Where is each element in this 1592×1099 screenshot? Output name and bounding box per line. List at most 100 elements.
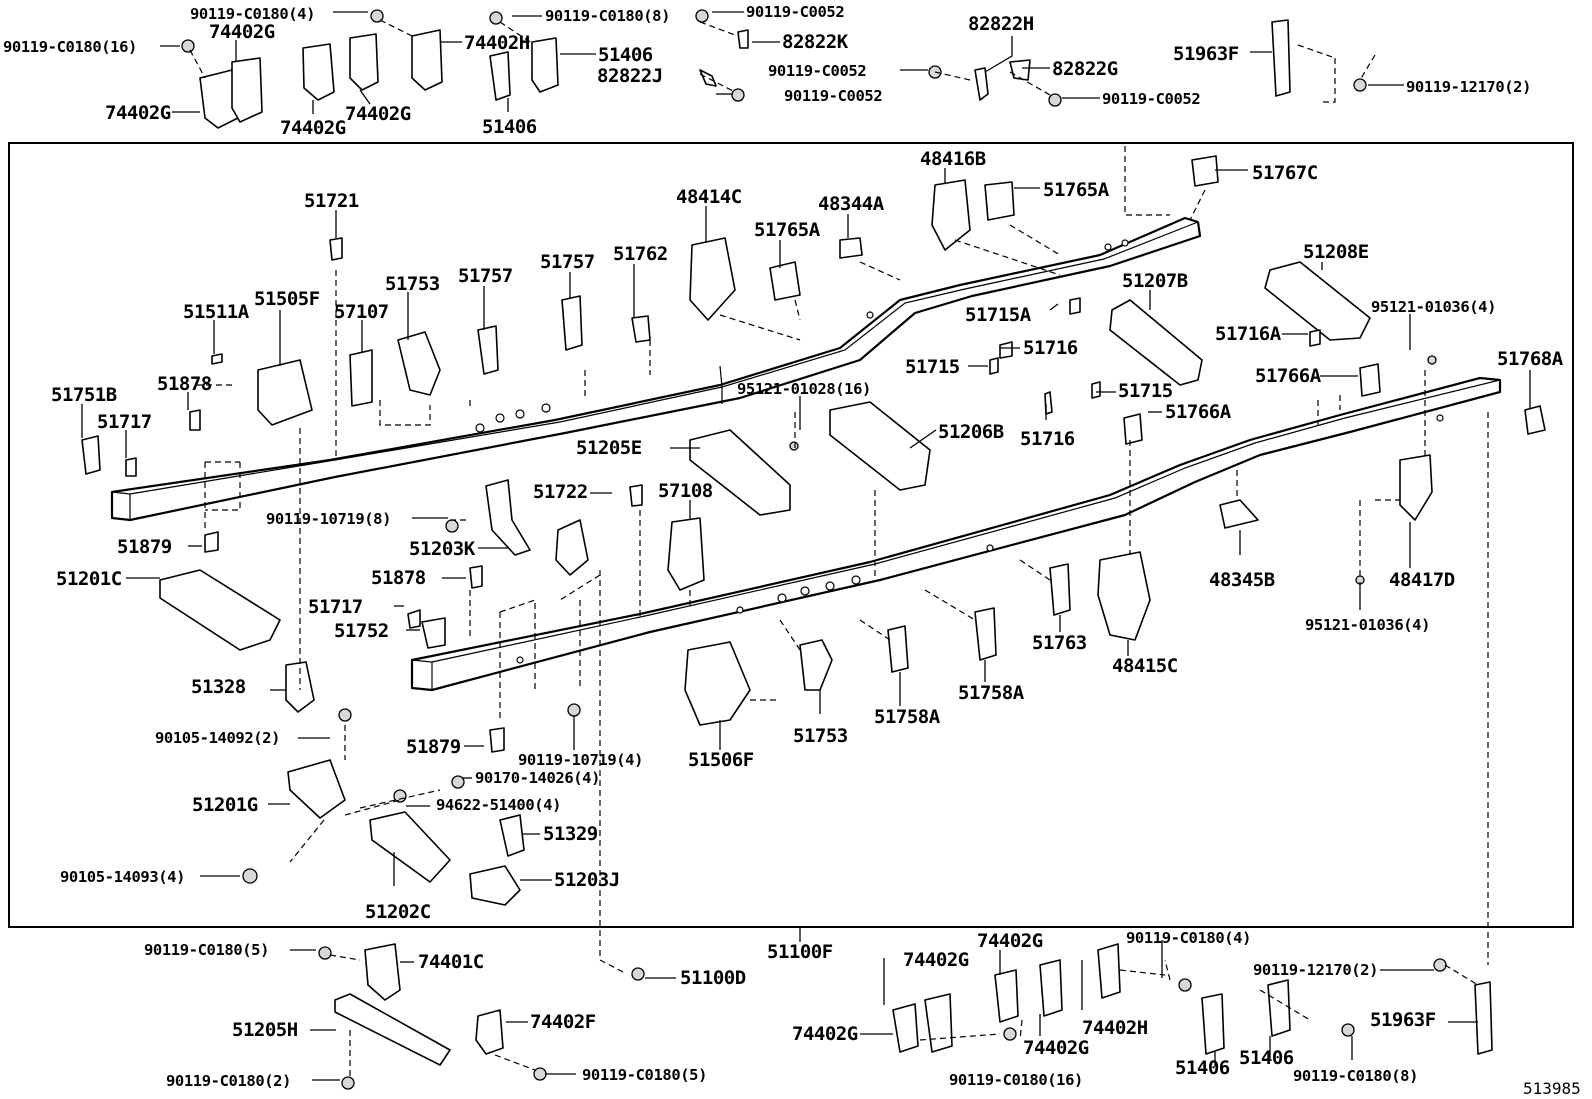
label-51201C: 51201C [56, 568, 122, 590]
crossmember-51206B [829, 401, 931, 491]
bracket-51328 [285, 661, 315, 713]
bracket-51506F [684, 641, 751, 726]
label-51766A: 51766A [1165, 401, 1232, 423]
label-95121-01036-4: 95121-01036(4) [1371, 298, 1496, 316]
label-51506F: 51506F [688, 749, 754, 771]
label-51205E: 51205E [576, 437, 642, 459]
assembly-lines [189, 19, 1489, 1080]
mount-51202C [369, 811, 451, 883]
label-90119-C0180-8: 90119-C0180(8) [1293, 1067, 1418, 1085]
label-82822J: 82822J [597, 65, 663, 87]
label-51767C: 51767C [1252, 162, 1318, 184]
label-90119-C0180-4-top: 90119-C0180(4) [190, 5, 315, 23]
label-90119-C0180-16: 90119-C0180(16) [949, 1071, 1083, 1089]
bracket-48415C [1097, 551, 1151, 641]
clamp-74402G-mid [231, 57, 263, 123]
label-90119-C0180-5: 90119-C0180(5) [582, 1066, 707, 1084]
label-51715A: 51715A [965, 304, 1032, 326]
label-51203J: 51203J [554, 869, 620, 891]
clamp-74402G-left [199, 69, 239, 129]
label-51328: 51328 [191, 676, 246, 698]
label-51878: 51878 [371, 567, 426, 589]
bracket-parts [81, 9, 1546, 1090]
label-74402G: 74402G [1023, 1037, 1089, 1059]
label-51879: 51879 [406, 736, 461, 758]
label-74402G: 74402G [105, 102, 171, 124]
label-90119-10719-8: 90119-10719(8) [266, 510, 391, 528]
label-90119-C0180-8-top: 90119-C0180(8) [545, 7, 670, 25]
label-57107: 57107 [334, 301, 389, 323]
label-51768A: 51768A [1497, 348, 1564, 370]
label-51406: 51406 [482, 116, 537, 138]
label-51406: 51406 [1175, 1057, 1230, 1079]
label-51753: 51753 [793, 725, 848, 747]
label-90119-12170-2: 90119-12170(2) [1406, 78, 1531, 96]
label-51715: 51715 [905, 356, 960, 378]
label-51751B: 51751B [51, 384, 117, 406]
label-51758A: 51758A [958, 682, 1025, 704]
crossmember-51201C [159, 569, 281, 651]
right-frame-rail [410, 376, 1502, 692]
label-51203K: 51203K [409, 538, 476, 560]
label-51717: 51717 [97, 411, 152, 433]
label-74402G: 74402G [345, 103, 411, 125]
label-74402G: 74402G [903, 949, 969, 971]
label-90119-10719-4: 90119-10719(4) [518, 751, 643, 769]
crossmember-51205H [334, 993, 451, 1066]
label-51765A: 51765A [1043, 179, 1110, 201]
label-57108: 57108 [658, 480, 713, 502]
label-48344A: 48344A [818, 193, 885, 215]
label-74402G: 74402G [792, 1023, 858, 1045]
label-74402F: 74402F [530, 1011, 596, 1033]
label-51879: 51879 [117, 536, 172, 558]
label-51201G: 51201G [192, 794, 258, 816]
label-74402H: 74402H [464, 32, 530, 54]
label-90119-12170-2: 90119-12170(2) [1253, 961, 1378, 979]
label-90119-C0180-4: 90119-C0180(4) [1126, 929, 1251, 947]
label-90119-C0180-2: 90119-C0180(2) [166, 1072, 291, 1090]
label-95121-01036-4: 95121-01036(4) [1305, 616, 1430, 634]
label-51757: 51757 [458, 265, 513, 287]
label-74402H: 74402H [1082, 1017, 1148, 1039]
label-51406: 51406 [598, 44, 653, 66]
label-74401C: 74401C [418, 951, 484, 973]
label-51762: 51762 [613, 243, 668, 265]
bracket-57108 [667, 517, 705, 591]
label-51100F: 51100F [767, 941, 833, 963]
bracket-51203K [485, 479, 531, 556]
crossmember-51208E [1264, 261, 1371, 341]
label-90119-C0052: 90119-C0052 [784, 87, 882, 105]
label-51100D: 51100D [680, 967, 746, 989]
left-frame-rail [110, 216, 1202, 522]
label-51763: 51763 [1032, 632, 1087, 654]
label-51505F: 51505F [254, 288, 320, 310]
diagram-id: 513985 [1523, 1079, 1581, 1098]
label-48417D: 48417D [1389, 569, 1455, 591]
label-90119-C0052: 90119-C0052 [746, 3, 844, 21]
label-95121-01028-16: 95121-01028(16) [737, 380, 871, 398]
label-90119-C0052: 90119-C0052 [768, 62, 866, 80]
label-48414C: 48414C [676, 186, 742, 208]
label-51721: 51721 [304, 190, 359, 212]
label-51207B: 51207B [1122, 270, 1188, 292]
label-51757: 51757 [540, 251, 595, 273]
label-51208E: 51208E [1303, 241, 1369, 263]
label-48345B: 48345B [1209, 569, 1275, 591]
label-74402G: 74402G [280, 117, 346, 139]
label-51758A: 51758A [874, 706, 941, 728]
label-48415C: 48415C [1112, 655, 1178, 677]
label-74402G: 74402G [977, 930, 1043, 952]
label-51766A: 51766A [1255, 365, 1322, 387]
label-94622-51400-4: 94622-51400(4) [436, 796, 561, 814]
label-51752: 51752 [334, 620, 389, 642]
label-74402G: 74402G [209, 21, 275, 43]
crossmember-51205E [689, 429, 791, 516]
bracket-48416B [931, 179, 971, 251]
clamp-74402F [475, 1009, 504, 1055]
label-48416B: 48416B [920, 148, 986, 170]
label-82822K: 82822K [782, 31, 849, 53]
bracket-51505F [257, 359, 313, 426]
leader-lines [81, 11, 1531, 1081]
assembly-boundary-box [8, 142, 1574, 928]
